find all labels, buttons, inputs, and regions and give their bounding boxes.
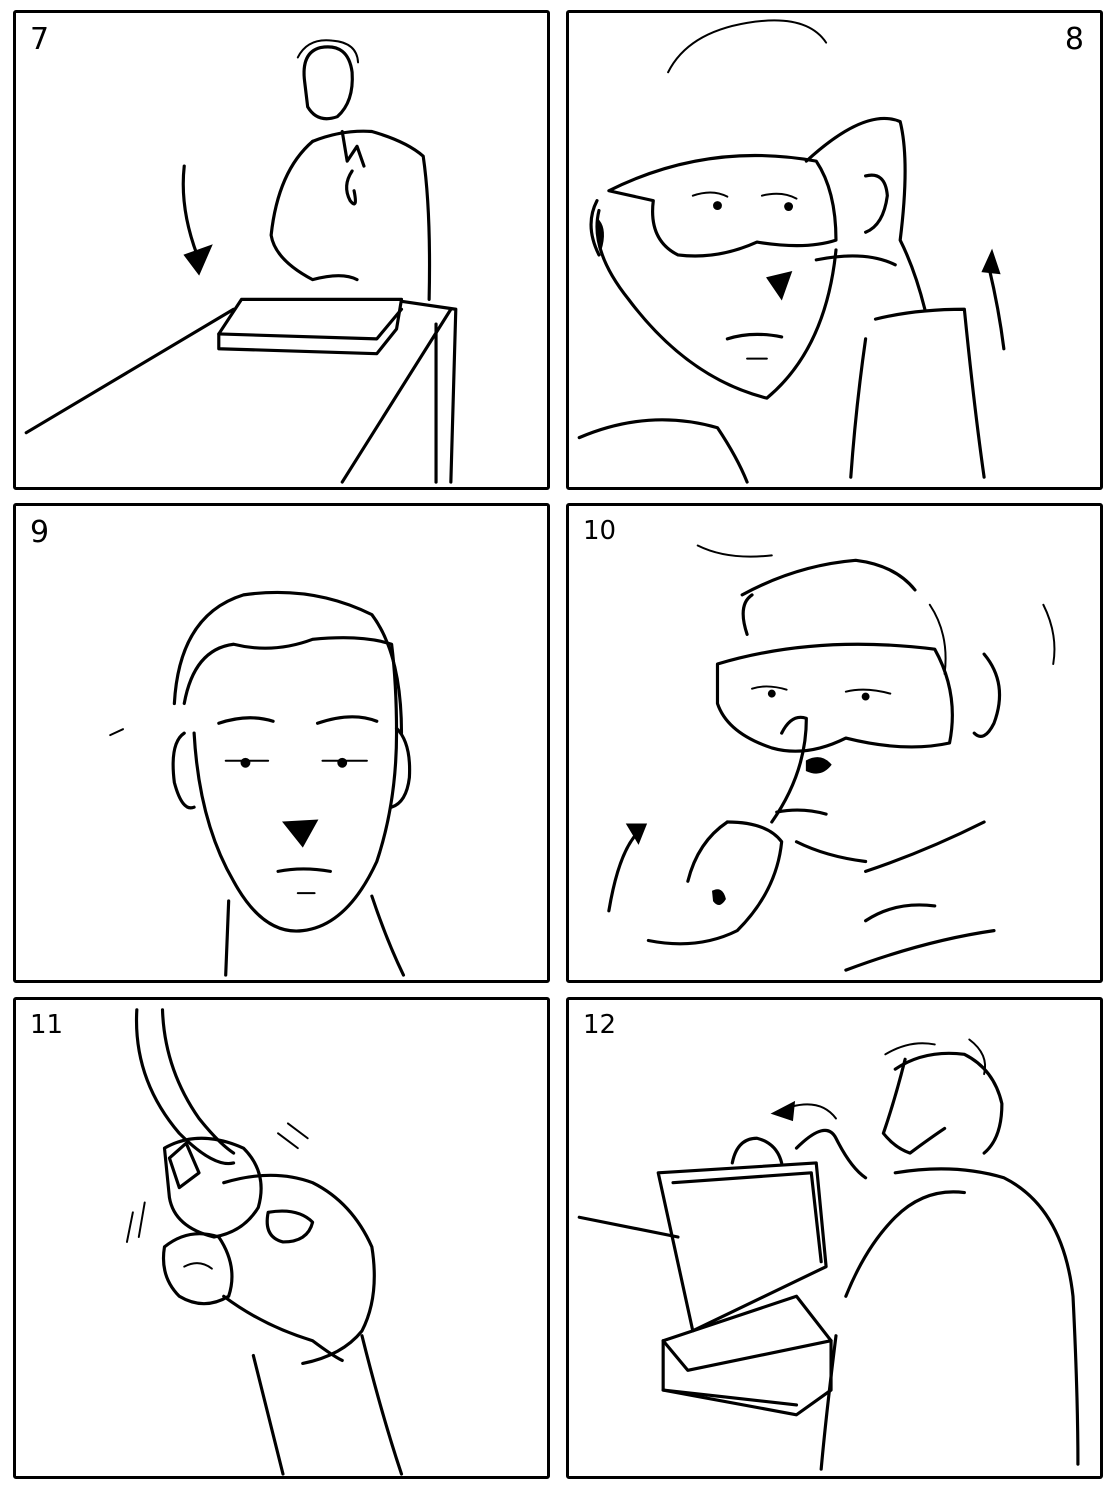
panel-number: 7 bbox=[30, 22, 50, 57]
man-adjusting-goggles-sketch bbox=[577, 19, 1006, 484]
panel-number: 8 bbox=[1064, 22, 1084, 57]
storyboard-panel-10: 10 bbox=[566, 503, 1103, 983]
man-at-desk-sketch bbox=[24, 39, 458, 484]
man-pushing-goggles-sketch bbox=[607, 544, 1056, 972]
man-face-frontal-sketch bbox=[109, 590, 412, 977]
storyboard-panel-12: 12 bbox=[566, 997, 1103, 1479]
storyboard-panel-8: 8 bbox=[566, 10, 1103, 490]
panel-number: 10 bbox=[583, 516, 617, 546]
panel-number: 12 bbox=[583, 1010, 617, 1040]
storyboard-panel-7: 7 bbox=[13, 10, 550, 490]
man-opening-briefcase-sketch bbox=[577, 1038, 1080, 1471]
storyboard-panel-11: 11 bbox=[13, 997, 550, 1479]
storyboard-panel-9: 9 bbox=[13, 503, 550, 983]
panel-number: 11 bbox=[30, 1010, 64, 1040]
hand-with-device-sketch bbox=[125, 1008, 404, 1476]
panel-number: 9 bbox=[30, 515, 50, 550]
